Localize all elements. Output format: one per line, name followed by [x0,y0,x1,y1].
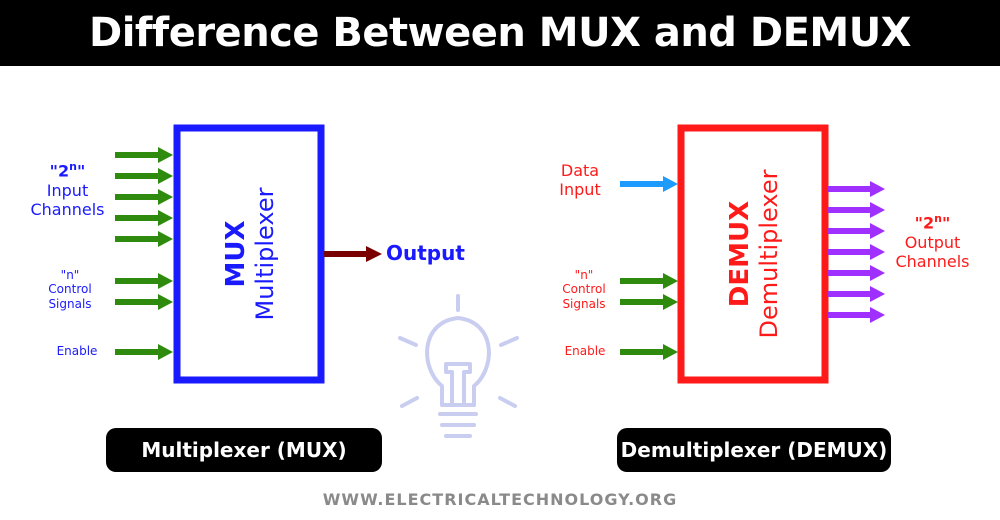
demux-control-arrows [620,273,678,310]
demux-enable-label: Enable [564,344,606,358]
mux-input-arrows [115,147,173,247]
demux-data-input-arrow [620,176,678,192]
mux-output-arrow [324,246,382,262]
mux-caption: Multiplexer (MUX) [106,428,382,472]
mux-enable-arrow [115,344,173,360]
demux-outputs-label: "2n" Output Channels [895,212,970,271]
mux-input-arrowhead [158,168,173,184]
page-title: Difference Between MUX and DEMUX [88,10,912,56]
mux-control-label: "n" Control Signals [48,268,92,311]
demux-output-arrows [828,181,885,323]
mux-input-arrowhead [158,210,173,226]
diagram-canvas [115,124,885,438]
mux-output-label: Output [386,241,465,265]
demux-enable-arrow [620,344,678,360]
title-banner: Difference Between MUX and DEMUX [0,0,1000,66]
mux-enable-label: Enable [56,344,98,358]
mux-control-arrows [115,273,173,310]
demux-caption: Demultiplexer (DEMUX) [617,428,891,472]
lightbulb-icon [398,294,519,438]
mux-box-label: MUX Multiplexer [221,187,279,321]
footer-url: WWW.ELECTRICALTECHNOLOGY.ORG [322,490,678,509]
mux-block [173,124,325,384]
demux-block [677,124,829,384]
demux-control-label: "n" Control Signals [562,268,606,311]
demux-box-label: DEMUX Demultiplexer [725,169,783,339]
mux-input-arrowhead [158,147,173,163]
mux-input-arrowhead [158,189,173,205]
mux-input-arrowhead [158,231,173,247]
mux-inputs-label: "2n" Input Channels [30,160,105,219]
demux-data-input-label: Data Input [559,161,601,200]
